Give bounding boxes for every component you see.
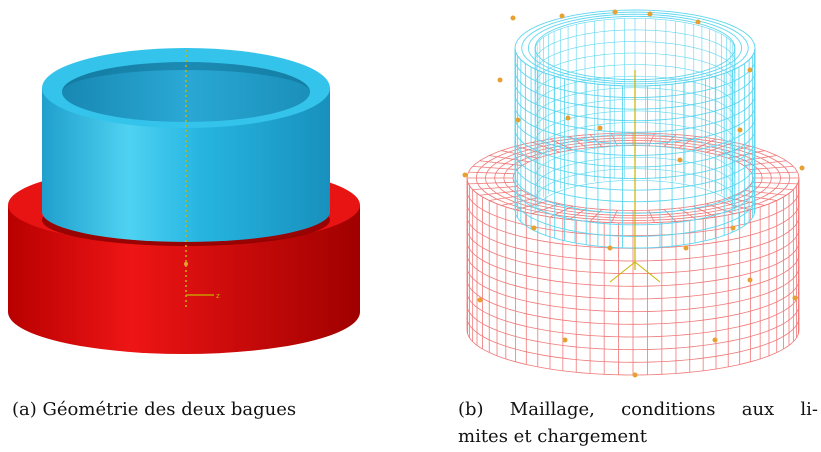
mesh-node [497,77,503,83]
axis-line [609,261,661,283]
caption-b: (b) Maillage, conditions aux li- mites e… [458,396,818,450]
mesh-node [683,245,689,251]
mesh-render [462,9,805,378]
bottom-mesh-line [489,155,530,163]
bottom-mesh-line [589,134,603,147]
mesh-node [562,337,568,343]
mesh-node [737,127,743,133]
bottom-mesh-line [705,203,735,215]
bottom-mesh-line [501,197,538,206]
bottom-mesh-line [751,181,798,185]
mesh-node [565,115,571,121]
caption-a-label: (a) [12,399,37,420]
caption-a: (a) Géométrie des deux bagues [12,396,372,423]
bottom-ring-side [8,205,360,354]
mesh-node [632,372,638,378]
mesh-node [730,225,736,231]
mesh-node [647,11,653,17]
caption-b-line2: mites et chargement [458,426,648,447]
mesh-node [712,337,718,343]
mesh-node [677,157,683,163]
mesh-node [695,19,701,25]
mesh-node [747,277,753,283]
axis-label: z [216,292,220,300]
bottom-mesh-line [468,181,515,185]
bottom-mesh-line [663,209,677,222]
bottom-mesh-line [466,291,800,338]
mesh-node [515,117,521,123]
bottom-mesh-line [748,186,794,191]
geometry-render: z [8,48,360,354]
top-mesh-line [527,13,743,83]
mesh-node [612,9,618,15]
figure-b: (b) Maillage, conditions aux li- mites e… [450,0,821,452]
mesh-node [559,13,565,19]
bottom-mesh-line [472,165,518,170]
caption-b-line1: (b) Maillage, conditions aux li- [458,399,818,420]
bottom-mesh-line [466,190,800,237]
figure-a: z (a) Géométrie des deux bagues [0,0,380,452]
bottom-mesh-line [648,210,656,223]
bottom-mesh-line [736,193,777,201]
bottom-mesh-line [466,266,800,313]
bottom-mesh-line [466,279,800,325]
mesh-node [597,125,603,131]
caption-a-text: Géométrie des deux bagues [42,399,297,420]
bottom-mesh-line [466,317,800,363]
bottom-mesh-line [736,155,777,163]
top-mesh-line [521,11,749,85]
mesh-node [462,172,468,178]
bottom-mesh-line [743,190,787,196]
bottom-mesh-line [751,171,798,175]
mesh-node [531,225,537,231]
mesh-node [477,297,483,303]
bottom-mesh-line [501,150,538,159]
bottom-mesh-line [748,165,794,170]
bottom-mesh-line [466,253,800,300]
mesh-node [792,295,798,301]
bottom-mesh-line [692,138,717,151]
bottom-mesh-line [468,171,515,175]
bottom-mesh-line [489,193,530,201]
bottom-mesh-line [466,241,800,287]
mesh-node [799,165,805,171]
mesh-node [607,245,613,251]
bottom-mesh-line [466,304,800,351]
mesh-node [510,15,516,21]
bottom-mesh-line [472,186,518,191]
bottom-mesh-line [743,160,787,166]
bottom-mesh-line [610,210,618,223]
mesh-node [747,67,753,73]
bottom-mesh-line [466,228,800,275]
bottom-mesh-line [466,215,800,262]
